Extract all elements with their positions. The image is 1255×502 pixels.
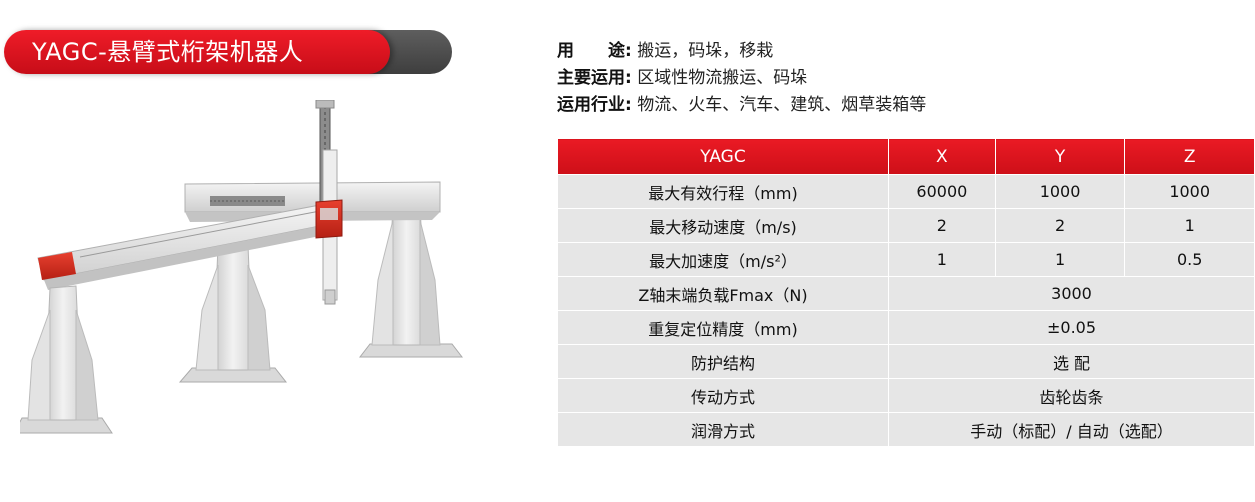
cell-x: 1 xyxy=(888,242,996,277)
cell-merged: ±0.05 xyxy=(888,310,1255,345)
info-value: 物流、火车、汽车、建筑、烟草装箱等 xyxy=(637,95,927,115)
rear-pillar xyxy=(371,197,441,346)
middle-pillar xyxy=(195,244,271,371)
cell-y: 1 xyxy=(994,242,1126,277)
table-row: 最大移动速度（m/s) 2 2 1 xyxy=(557,208,1255,243)
page-title: YAGC-悬臂式桁架机器人 xyxy=(32,38,304,66)
spec-table: YAGC X Y Z 最大有效行程（mm) 60000 1000 1000 最大… xyxy=(557,138,1255,447)
header-y: Y xyxy=(994,138,1126,175)
row-label: 最大有效行程（mm) xyxy=(557,174,889,209)
cell-merged: 选 配 xyxy=(888,344,1255,379)
long-front-beam xyxy=(37,204,326,290)
table-row: 最大有效行程（mm) 60000 1000 1000 xyxy=(557,174,1255,209)
cell-merged: 齿轮齿条 xyxy=(888,378,1255,413)
table-row: 重复定位精度（mm) ±0.05 xyxy=(557,310,1255,345)
cell-y: 2 xyxy=(994,208,1126,243)
cell-y: 1000 xyxy=(994,174,1126,209)
table-row: 润滑方式 手动（标配）/ 自动（选配） xyxy=(557,412,1255,447)
info-industries: 运用行业: 物流、火车、汽车、建筑、烟草装箱等 xyxy=(557,92,926,119)
table-row: 传动方式 齿轮齿条 xyxy=(557,378,1255,413)
info-value: 区域性物流搬运、码垛 xyxy=(637,68,808,88)
info-main-application: 主要运用: 区域性物流搬运、码垛 xyxy=(557,65,926,92)
front-pillar xyxy=(27,285,99,421)
banner-red-pill: YAGC-悬臂式桁架机器人 xyxy=(4,30,390,74)
info-list: 用 途: 搬运，码垛，移栽 主要运用: 区域性物流搬运、码垛 运用行业: 物流、… xyxy=(557,38,926,119)
cell-merged: 手动（标配）/ 自动（选配） xyxy=(888,412,1255,447)
beam-end-cap xyxy=(38,252,76,280)
header-model: YAGC xyxy=(557,138,889,175)
row-label: 润滑方式 xyxy=(557,412,889,447)
cell-z: 1 xyxy=(1124,208,1255,243)
info-key: 运用行业: xyxy=(557,95,632,115)
cell-z: 0.5 xyxy=(1124,242,1255,277)
gantry-robot-drawing xyxy=(13,99,464,434)
row-label: 最大移动速度（m/s) xyxy=(557,208,889,243)
table-row: Z轴末端负载Fmax（N) 3000 xyxy=(557,276,1255,311)
row-label: 防护结构 xyxy=(557,344,889,379)
gantry-robot-illustration xyxy=(13,99,520,445)
table-header-row: YAGC X Y Z xyxy=(557,138,1255,175)
info-usage: 用 途: 搬运，码垛，移栽 xyxy=(557,38,926,65)
cell-merged: 3000 xyxy=(888,276,1255,311)
cell-z: 1000 xyxy=(1124,174,1255,209)
cell-x: 2 xyxy=(888,208,996,243)
info-key: 用 途: xyxy=(557,41,632,61)
cell-x: 60000 xyxy=(888,174,996,209)
row-label: 最大加速度（m/s²） xyxy=(557,242,889,277)
info-value: 搬运，码垛，移栽 xyxy=(637,41,774,61)
red-carriage xyxy=(315,199,343,239)
table-row: 最大加速度（m/s²） 1 1 0.5 xyxy=(557,242,1255,277)
table-row: 防护结构 选 配 xyxy=(557,344,1255,379)
row-label: 重复定位精度（mm) xyxy=(557,310,889,345)
info-key: 主要运用: xyxy=(557,68,632,88)
header-z: Z xyxy=(1124,138,1255,175)
title-banner: YAGC-悬臂式桁架机器人 xyxy=(0,30,452,74)
row-label: Z轴末端负载Fmax（N) xyxy=(557,276,889,311)
row-label: 传动方式 xyxy=(557,378,889,413)
header-x: X xyxy=(888,138,996,175)
